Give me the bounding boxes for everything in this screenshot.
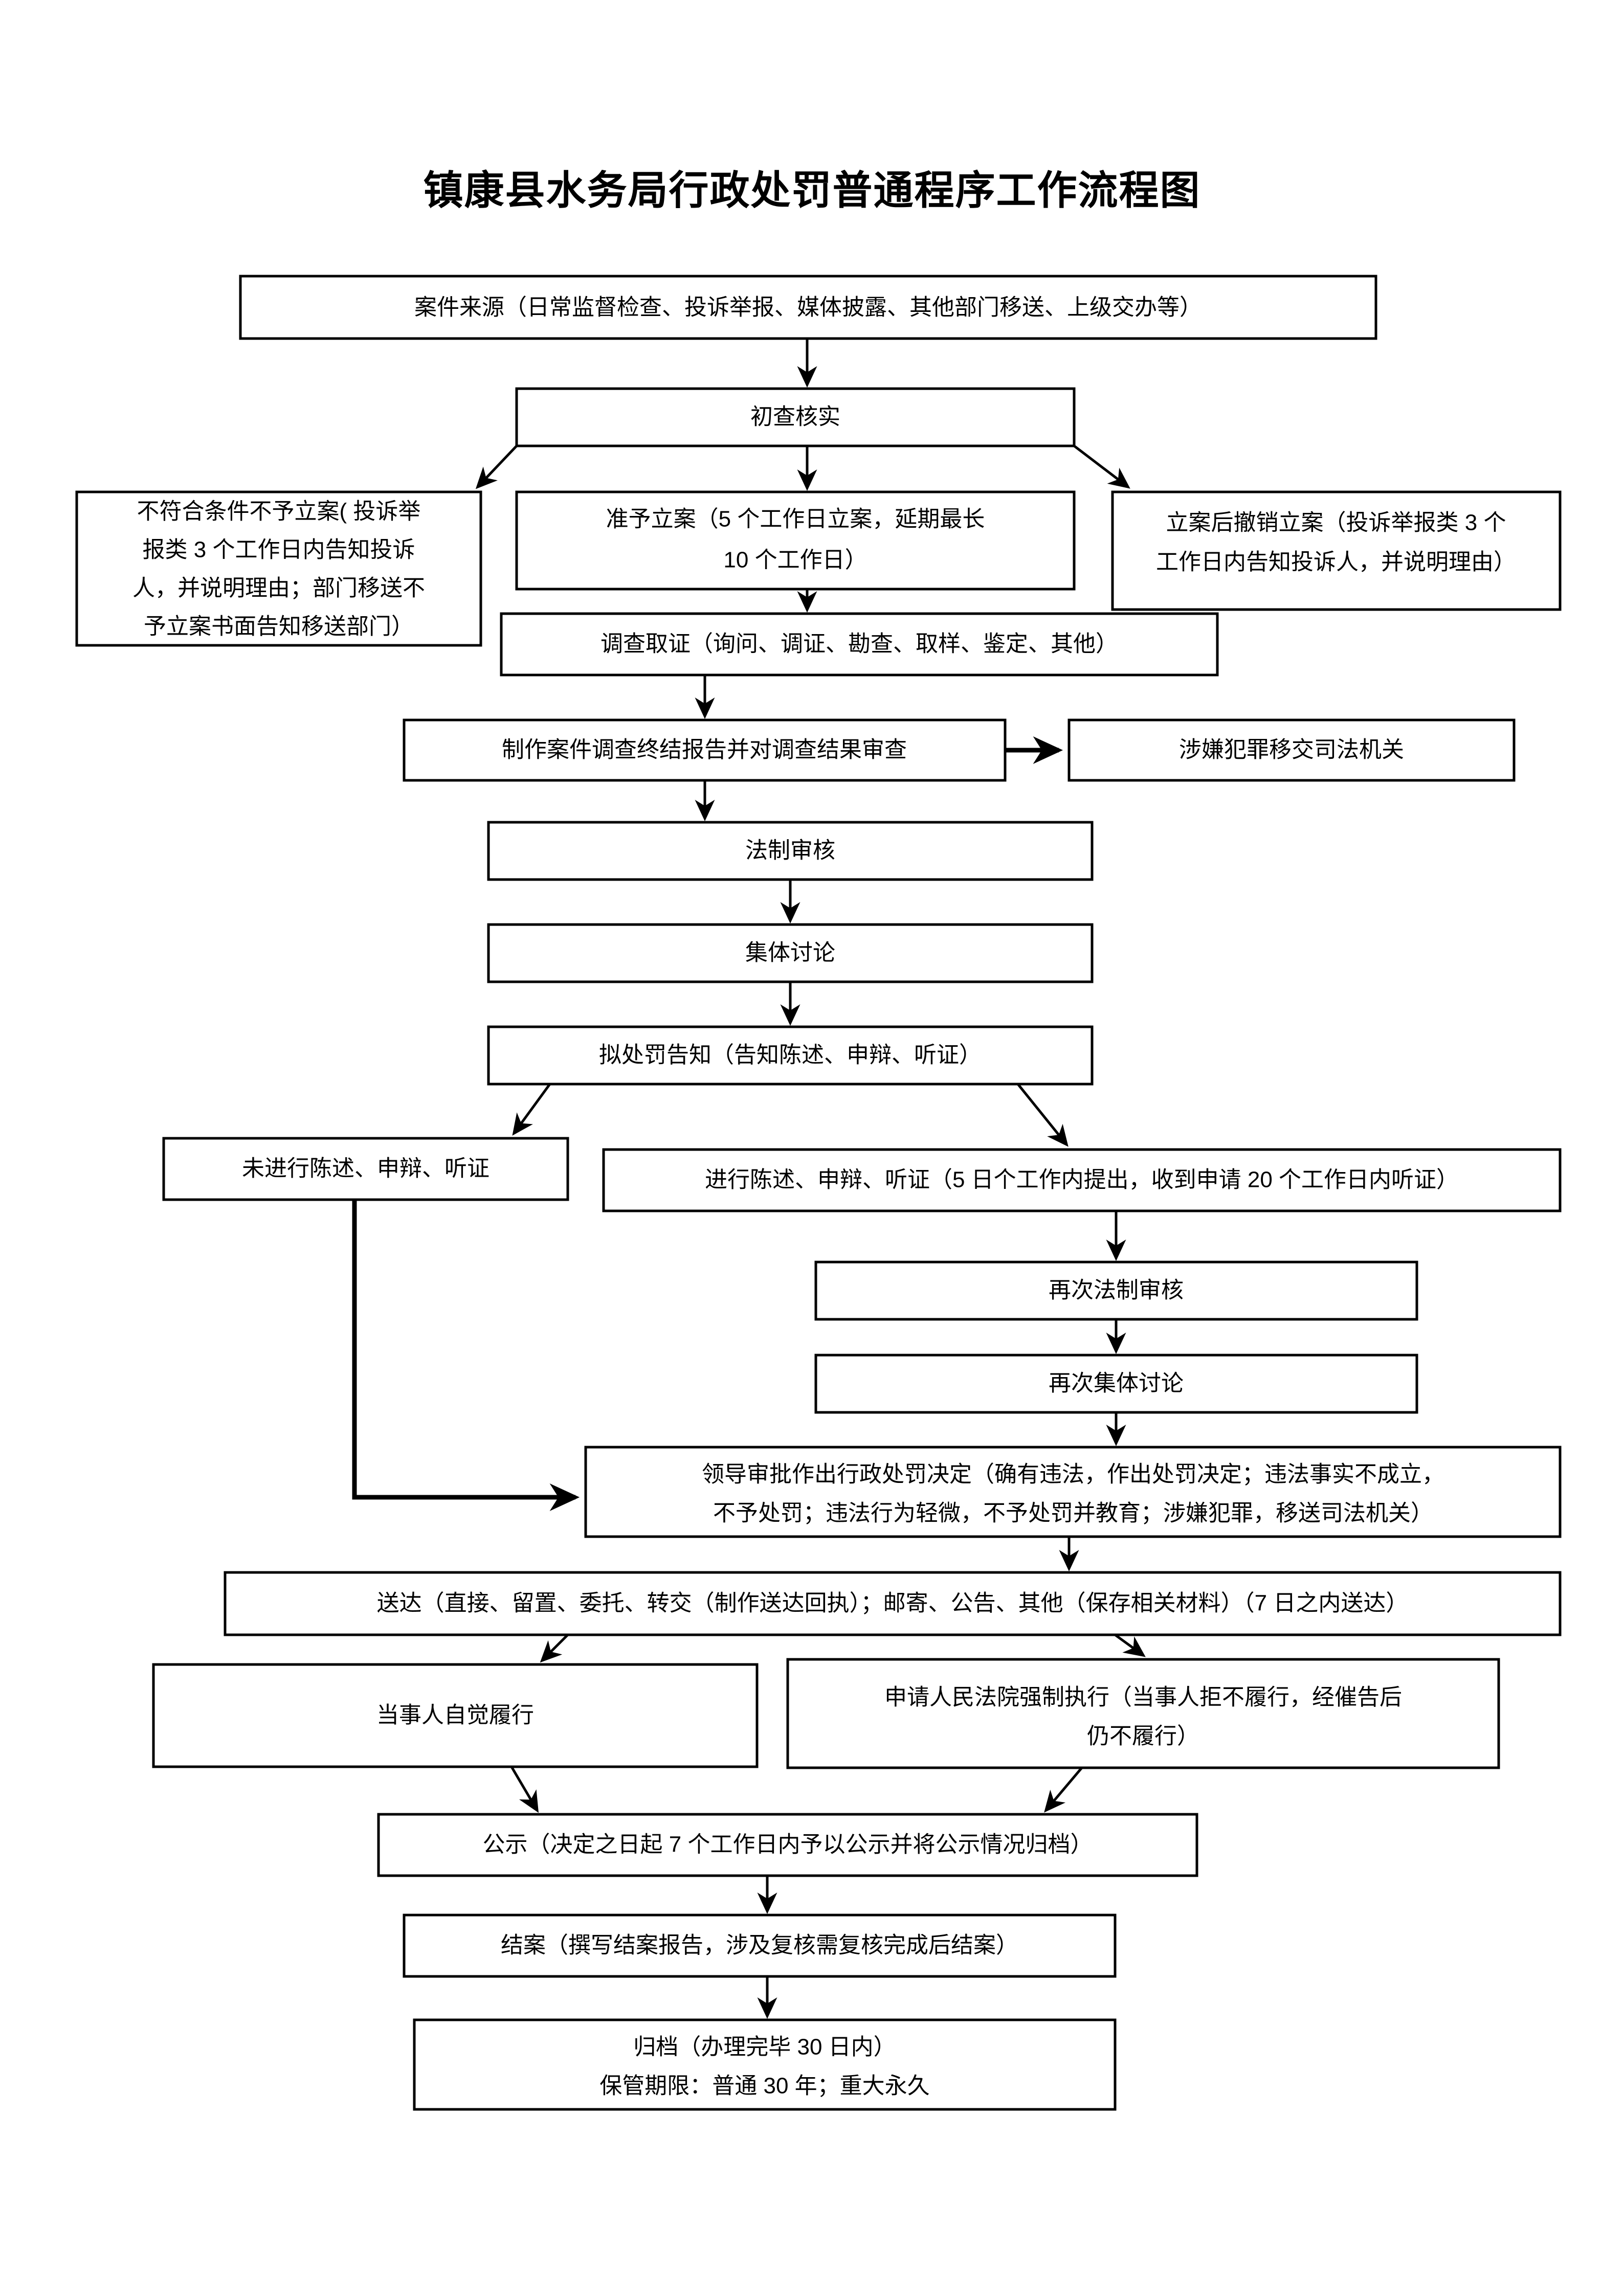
voluntary-performance-label: 当事人自觉履行 — [376, 1703, 534, 1728]
node-no-statement[interactable]: 未进行陈述、申辩、听证 — [162, 1137, 569, 1201]
connector-no-statement-to-leader-approval — [352, 1200, 580, 1511]
connector-voluntary-performance-to-public-announcement — [510, 1766, 539, 1813]
final-report-label: 制作案件调查终结报告并对调查结果审查 — [502, 737, 907, 762]
legal-review-label: 法制审核 — [745, 838, 835, 863]
node-investigation[interactable]: 调查取证（询问、调证、勘查、取样、鉴定、其他） — [500, 612, 1219, 677]
case-closure-label: 结案（撰写结案报告，涉及复核需复核完成后结案） — [501, 1933, 1018, 1958]
connector-preliminary-check-to-not-filed — [475, 445, 518, 489]
connector-penalty-notice-to-with-statement — [1017, 1083, 1069, 1147]
revoke-filing-line-2: 工作日内告知投诉人，并说明理由） — [1156, 550, 1516, 575]
connector-preliminary-check-to-revoke-filing — [1073, 445, 1130, 489]
revoke-filing-line-1: 立案后撤销立案（投诉举报类 3 个 — [1166, 510, 1506, 535]
not-filed-line-4: 予立案书面告知移送部门） — [144, 614, 414, 639]
archiving-line-1: 归档（办理完毕 30 日内） — [633, 2035, 896, 2060]
node-approve-filing[interactable]: 准予立案（5 个工作日立案，延期最长 10 个工作日） — [515, 490, 1076, 591]
node-penalty-notice[interactable]: 拟处罚告知（告知陈述、申辩、听证） — [487, 1025, 1094, 1086]
case-source-label: 案件来源（日常监督检查、投诉举报、媒体披露、其他部门移送、上级交办等） — [414, 295, 1202, 320]
node-archiving[interactable]: 归档（办理完毕 30 日内） 保管期限：普通 30 年；重大永久 — [413, 2018, 1117, 2111]
node-court-enforcement[interactable]: 申请人民法院强制执行（当事人拒不履行，经催告后 仍不履行） — [786, 1658, 1500, 1769]
second-collective-discussion-label: 再次集体讨论 — [1049, 1371, 1184, 1396]
not-filed-line-3: 人，并说明理由；部门移送不 — [132, 576, 425, 601]
connector-service-to-court-enforcement — [1114, 1633, 1146, 1657]
node-second-legal-review[interactable]: 再次法制审核 — [814, 1260, 1418, 1321]
second-legal-review-label: 再次法制审核 — [1049, 1278, 1184, 1303]
leader-approval-line-1: 领导审批作出行政处罚决定（确有违法，作出处罚决定；违法事实不成立， — [702, 1462, 1444, 1487]
connector-court-enforcement-to-public-announcement — [1044, 1767, 1083, 1813]
node-final-report[interactable]: 制作案件调查终结报告并对调查结果审查 — [403, 718, 1007, 782]
transfer-judicial-label: 涉嫌犯罪移交司法机关 — [1179, 737, 1404, 762]
page-title: 镇康县水务局行政处罚普通程序工作流程图 — [423, 168, 1201, 213]
node-legal-review[interactable]: 法制审核 — [487, 821, 1094, 881]
penalty-notice-label: 拟处罚告知（告知陈述、申辩、听证） — [599, 1043, 982, 1068]
node-collective-discussion[interactable]: 集体讨论 — [487, 923, 1094, 983]
approve-filing-line-2: 10 个工作日） — [723, 548, 867, 573]
connector-service-to-voluntary-performance — [540, 1634, 569, 1663]
public-announcement-label: 公示（决定之日起 7 个工作日内予以公示并将公示情况归档） — [483, 1832, 1093, 1857]
node-not-filed[interactable]: 不符合条件不予立案( 投诉举 报类 3 个工作日内告知投诉 人，并说明理由；部门… — [75, 490, 482, 647]
not-filed-line-1: 不符合条件不予立案( 投诉举 — [137, 499, 421, 524]
node-with-statement[interactable]: 进行陈述、申辩、听证（5 日个工作内提出，收到申请 20 个工作日内听证） — [602, 1148, 1562, 1212]
court-enforcement-line-2: 仍不履行） — [1087, 1724, 1199, 1749]
node-case-source[interactable]: 案件来源（日常监督检查、投诉举报、媒体披露、其他部门移送、上级交办等） — [239, 275, 1377, 340]
investigation-label: 调查取证（询问、调证、勘查、取样、鉴定、其他） — [600, 632, 1118, 657]
node-transfer-judicial[interactable]: 涉嫌犯罪移交司法机关 — [1067, 718, 1516, 782]
node-public-announcement[interactable]: 公示（决定之日起 7 个工作日内予以公示并将公示情况归档） — [377, 1813, 1198, 1877]
archiving-line-2: 保管期限：普通 30 年；重大永久 — [599, 2074, 929, 2099]
service-label: 送达（直接、留置、委托、转交（制作送达回执）；邮寄、公告、其他（保存相关材料）（… — [377, 1591, 1409, 1616]
node-voluntary-performance[interactable]: 当事人自觉履行 — [152, 1663, 759, 1768]
node-revoke-filing[interactable]: 立案后撤销立案（投诉举报类 3 个 工作日内告知投诉人，并说明理由） — [1111, 490, 1562, 611]
node-second-collective-discussion[interactable]: 再次集体讨论 — [814, 1354, 1418, 1414]
no-statement-label: 未进行陈述、申辩、听证 — [242, 1156, 490, 1181]
preliminary-check-label: 初查核实 — [750, 404, 840, 430]
with-statement-label: 进行陈述、申辩、听证（5 日个工作内提出，收到申请 20 个工作日内听证） — [705, 1167, 1459, 1192]
not-filed-line-2: 报类 3 个工作日内告知投诉 — [143, 537, 415, 562]
approve-filing-line-1: 准予立案（5 个工作日立案，延期最长 — [606, 507, 985, 532]
collective-discussion-label: 集体讨论 — [745, 940, 835, 965]
court-enforcement-line-1: 申请人民法院强制执行（当事人拒不履行，经催告后 — [884, 1685, 1402, 1710]
node-service[interactable]: 送达（直接、留置、委托、转交（制作送达回执）；邮寄、公告、其他（保存相关材料）（… — [224, 1571, 1562, 1636]
node-preliminary-check[interactable]: 初查核实 — [515, 387, 1076, 447]
node-case-closure[interactable]: 结案（撰写结案报告，涉及复核需复核完成后结案） — [403, 1914, 1117, 1978]
node-leader-approval[interactable]: 领导审批作出行政处罚决定（确有违法，作出处罚决定；违法事实不成立， 不予处罚；违… — [584, 1446, 1562, 1538]
leader-approval-line-2: 不予处罚；违法行为轻微，不予处罚并教育；涉嫌犯罪，移送司法机关） — [713, 1501, 1433, 1526]
connector-penalty-notice-to-no-statement — [512, 1083, 551, 1136]
